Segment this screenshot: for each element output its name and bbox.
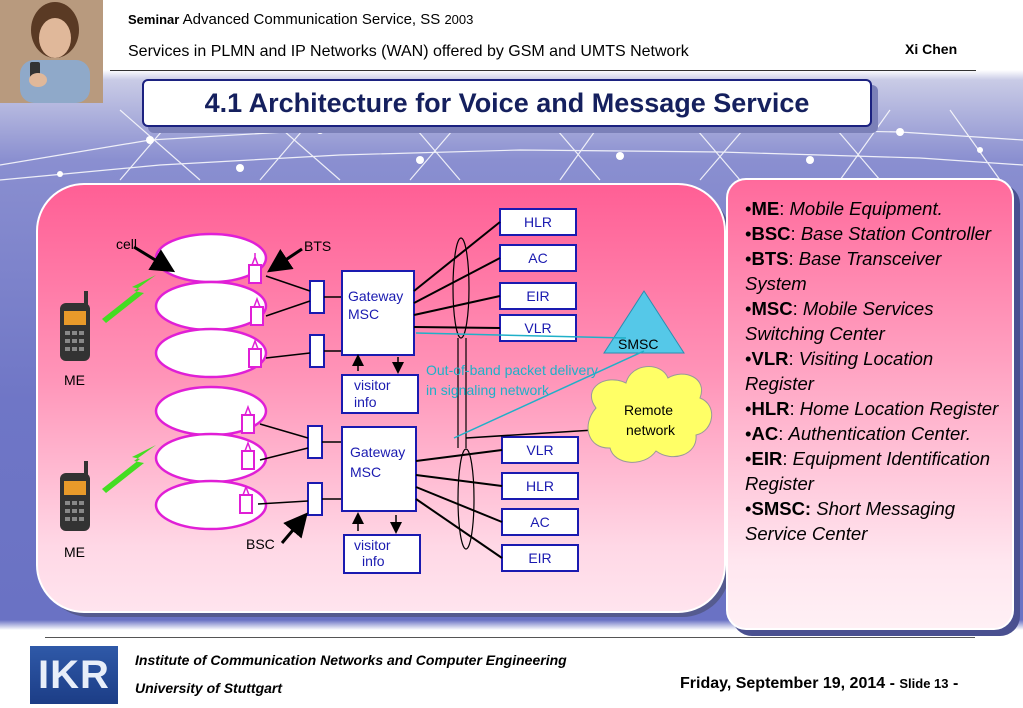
me-label-bottom: ME xyxy=(64,544,85,560)
legend-item-hlr: •HLR: Home Location Register xyxy=(745,398,999,419)
legend-item-eir: •EIR: Equipment Identification Register xyxy=(745,448,991,494)
remote-network-cloud xyxy=(587,366,713,463)
bsc-box-3 xyxy=(307,425,323,459)
annotation-line-1: Out-of-band packet delivery xyxy=(426,362,598,378)
header-course-line: Seminar Advanced Communication Service, … xyxy=(128,11,473,28)
remote-network-label-1: Remote xyxy=(624,402,673,418)
cell-6 xyxy=(154,479,268,531)
db-bottom-vlr-box xyxy=(501,436,579,464)
bts-antenna-5 xyxy=(241,450,255,470)
db-bottom-label-4: EIR xyxy=(528,550,551,566)
mobile-phone-bottom-icon xyxy=(60,461,90,531)
radio-link-bolt-bottom xyxy=(102,445,156,493)
institute-name: Institute of Communication Networks and … xyxy=(135,652,567,668)
bts-antenna-2 xyxy=(250,306,264,326)
woman-with-phone-illustration xyxy=(0,0,103,103)
bsc-box-2 xyxy=(309,334,325,368)
visitor-info-bottom-box xyxy=(343,534,421,574)
bts-antenna-1 xyxy=(248,264,262,284)
title-box: 4.1 Architecture for Voice and Message S… xyxy=(142,79,872,127)
db-top-label-3: EIR xyxy=(526,288,549,304)
visitor-info-bottom-label-2: info xyxy=(362,553,385,569)
abbreviation-legend: •ME: Mobile Equipment. •BSC: Base Statio… xyxy=(726,178,1014,630)
footer-divider xyxy=(45,637,975,638)
legend-item-bsc: •BSC: Base Station Controller xyxy=(745,223,992,244)
db-bottom-label-1: VLR xyxy=(526,442,553,458)
gsm-architecture-diagram: Gateway MSC Gateway MSC visitor info vis… xyxy=(60,208,713,574)
bsc-label: BSC xyxy=(246,536,275,552)
slide-date: Friday, September 19, 2014 - xyxy=(680,675,895,692)
presenter-photo xyxy=(0,0,103,103)
bts-label: BTS xyxy=(304,238,331,254)
db-bottom-hlr-box xyxy=(501,472,579,500)
slide-number: Slide 13 xyxy=(899,676,949,691)
cell-3 xyxy=(154,327,268,379)
legend-item-vlr: •VLR: Visiting Location Register xyxy=(745,348,934,394)
gateway-msc-bottom-label-2: MSC xyxy=(350,464,381,480)
gateway-msc-bottom-box xyxy=(341,426,417,512)
me-label-top: ME xyxy=(64,372,85,388)
course-year: 2003 xyxy=(444,12,474,27)
ikr-logo: IKR xyxy=(30,646,118,704)
university-name: University of Stuttgart xyxy=(135,680,283,696)
visitor-info-bottom-label-1: visitor xyxy=(354,537,391,553)
remote-network-label-2: network xyxy=(626,422,676,438)
visitor-info-top-box xyxy=(341,374,419,414)
smsc-label: SMSC xyxy=(618,336,658,352)
cell-2 xyxy=(154,280,268,332)
db-bottom-label-2: HLR xyxy=(526,478,554,494)
db-bottom-eir-box xyxy=(501,544,579,572)
bts-antenna-3 xyxy=(248,348,262,368)
gateway-msc-top-label-2: MSC xyxy=(348,306,379,322)
cell-label: cell xyxy=(116,236,137,252)
visitor-info-top-label-2: info xyxy=(354,394,377,410)
gateway-msc-bottom-label-1: Gateway xyxy=(350,444,405,460)
header-subtitle: Services in PLMN and IP Networks (WAN) o… xyxy=(128,43,689,60)
db-top-label-4: VLR xyxy=(524,320,551,336)
legend-item-me: •ME: Mobile Equipment. xyxy=(745,198,943,219)
slide-title: 4.1 Architecture for Voice and Message S… xyxy=(204,87,810,118)
radio-link-bolt-top xyxy=(102,275,156,323)
bts-antenna-4 xyxy=(241,414,255,434)
slide-suffix: - xyxy=(952,675,959,692)
db-bottom-label-3: AC xyxy=(530,514,549,530)
legend-item-smsc: •SMSC: Short Messaging Service Center xyxy=(745,498,956,544)
bsc-box-4 xyxy=(307,482,323,516)
seminar-label: Seminar xyxy=(128,12,180,27)
mobile-phone-top-icon xyxy=(60,291,90,361)
author-name: Xi Chen xyxy=(905,41,958,57)
legend-item-bts: •BTS: Base Transceiver System xyxy=(745,248,942,294)
db-top-label-1: HLR xyxy=(524,214,552,230)
course-name: Advanced Communication Service, SS xyxy=(182,11,441,28)
legend-item-msc: •MSC: Mobile Services Switching Center xyxy=(745,298,934,344)
visitor-info-top-label-1: visitor xyxy=(354,377,391,393)
gateway-msc-top-box xyxy=(341,270,415,356)
annotation-line-2: in signaling network xyxy=(426,382,550,398)
gateway-msc-top-label-1: Gateway xyxy=(348,288,403,304)
bts-antenna-6 xyxy=(239,494,253,514)
header-divider xyxy=(110,70,976,71)
ikr-logo-text: IKR xyxy=(38,652,110,697)
legend-item-ac: •AC: Authentication Center. xyxy=(745,423,971,444)
bsc-box-1 xyxy=(309,280,325,314)
slide-date-and-number: Friday, September 19, 2014 - Slide 13 - xyxy=(680,675,958,693)
db-top-label-2: AC xyxy=(528,250,547,266)
